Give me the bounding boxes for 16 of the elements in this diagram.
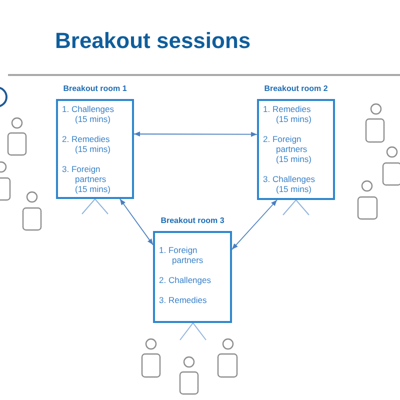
double-arrow (134, 132, 258, 137)
list-item: 1. Challenges (15 mins) (62, 104, 115, 124)
list-item: 3. Challenges (15 mins) (263, 174, 316, 194)
list-item: 2. Remedies (15 mins) (62, 134, 112, 154)
list-item: 1. Remedies (15 mins) (263, 104, 312, 124)
list-item: 2. Challenges (159, 275, 212, 285)
list-item: 1. Foreign partners (159, 245, 204, 265)
double-arrow (120, 198, 154, 246)
page-title: Breakout sessions (55, 28, 251, 54)
box-heading: Breakout room 2 (264, 84, 328, 94)
double-arrow (232, 200, 278, 250)
list-item: 2. Foreign partners (15 mins) (263, 134, 312, 164)
list-item: 3. Remedies (159, 295, 208, 305)
list-item: 3. Foreign partners (15 mins) (62, 164, 112, 194)
box-heading: Breakout room 1 (63, 84, 127, 94)
box-heading: Breakout room 3 (160, 216, 224, 226)
